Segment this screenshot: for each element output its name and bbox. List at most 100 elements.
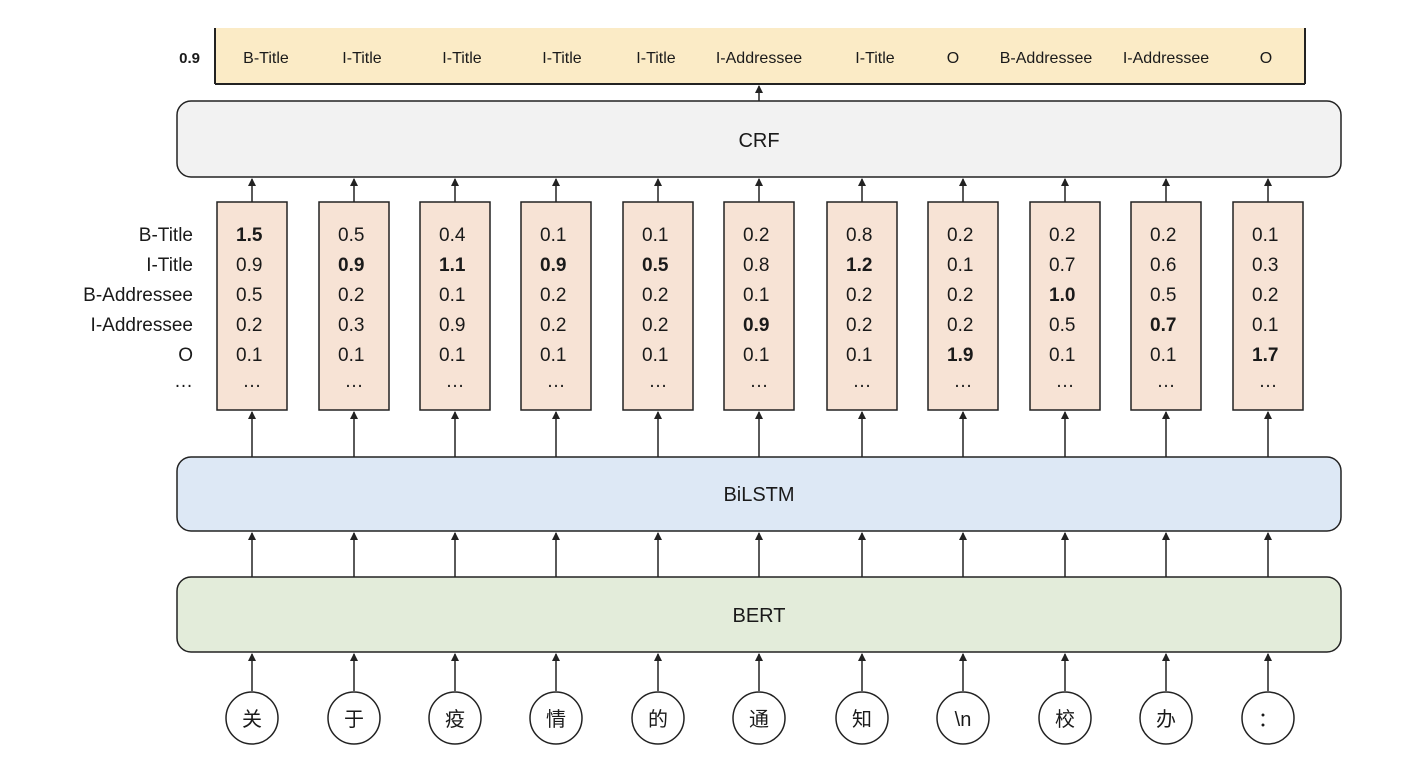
token-6: 知 [835,691,889,745]
token-text: 校 [1055,708,1075,731]
emission-value: 0.5 [642,255,669,276]
emission-value: 0.2 [1049,225,1075,246]
token-circle [1038,691,1092,745]
emission-value: 0.2 [947,315,973,336]
emission-value: 0.7 [1150,315,1176,336]
emission-value: … [243,371,262,392]
emission-value: 0.5 [236,285,262,306]
output-tag-4: I-Title [636,50,676,67]
emission-value: 0.1 [743,345,769,366]
emission-value: 0.1 [1252,315,1278,336]
emission-value: 0.1 [642,225,668,246]
emission-value: 0.2 [540,315,566,336]
token-text: ： [1258,709,1278,731]
emission-value: … [954,371,973,392]
emission-columns: 1.50.90.50.20.1…0.50.90.20.30.1…0.41.10.… [216,201,1304,411]
crf-layer [176,100,1342,178]
emission-label-3: I-Addressee [91,315,193,336]
emission-column-8: 0.2 0.7 1.0 0.5 0.1 … [1029,201,1101,411]
emission-value: 0.1 [540,345,566,366]
emission-box [826,201,898,411]
token-4: 的 [631,691,685,745]
output-tag-0: B-Title [243,50,289,67]
emission-value: 0.2 [540,285,566,306]
emission-value: 0.3 [338,315,364,336]
emission-value: 0.1 [1150,345,1176,366]
emission-label-5: … [174,371,193,392]
emission-value: 0.9 [236,255,262,276]
emission-labels: B-TitleI-TitleB-AddresseeI-AddresseeO … [83,225,193,392]
token-1: 于 [327,691,381,745]
output-tag-5: I-Addressee [716,50,802,67]
emission-value: … [1056,371,1075,392]
emission-value: 0.5 [1049,315,1075,336]
emission-box [216,201,288,411]
token-text: 情 [546,708,566,731]
emission-value: 0.2 [338,285,364,306]
token-circle [1241,691,1295,745]
emission-value: 0.7 [1049,255,1075,276]
token-circle [732,691,786,745]
emission-value: … [446,371,465,392]
emission-value: 0.1 [540,225,566,246]
token-9: 办 [1139,691,1193,745]
token-text: 于 [344,709,364,731]
emission-column-9: 0.20.60.50.70.1… [1130,201,1202,411]
emission-value: 0.1 [743,285,769,306]
arrows [248,178,1272,691]
token-3: 情 [529,691,583,745]
output-tag-10: O [1260,50,1272,67]
token-text: 的 [648,708,668,731]
emission-value: … [547,371,566,392]
emission-value: 0.1 [236,345,262,366]
emission-box [1232,201,1304,411]
token-2: 疫 [428,691,482,745]
emission-value: 0.1 [338,345,364,366]
emission-column-10: 0.10.30.20.11.7… [1232,201,1304,411]
token-0: 关 [225,691,279,745]
emission-column-7: 0.20.10.20.21.9… [927,201,999,411]
emission-label-4: O [178,345,193,366]
token-circle [428,691,482,745]
emission-value: 0.9 [743,315,769,336]
emission-value: 0.2 [846,285,872,306]
emission-column-3: 0.1 0.9 0.2 0.2 0.1 … [520,201,592,411]
output-tag-7: O [947,50,959,67]
bilstm-label: BiLSTM [723,484,794,506]
token-8: 校 [1038,691,1092,745]
emission-value: 0.4 [439,225,466,246]
emission-value: … [345,371,364,392]
emission-value: 0.2 [236,315,262,336]
emission-value: 0.2 [1252,285,1278,306]
output-score: 0.9 [179,50,200,67]
token-5: 通 [732,691,786,745]
token-7: \n [936,691,990,745]
emission-value: 0.1 [1049,345,1075,366]
emission-box [622,201,694,411]
emission-value: 0.2 [947,225,973,246]
emission-column-1: 0.50.90.20.30.1… [318,201,390,411]
token-circle [1139,691,1193,745]
emission-value: 0.9 [540,255,566,276]
token-circle [835,691,889,745]
emission-label-0: B-Title [139,225,193,246]
emission-value: … [1157,371,1176,392]
emission-column-6: 0.81.20.20.20.1… [826,201,898,411]
token-text: \n [955,709,972,731]
emission-label-2: B-Addressee [83,285,193,306]
emission-box [1029,201,1101,411]
emission-value: 0.1 [1252,225,1278,246]
emission-value: 0.2 [642,315,668,336]
output-tag-2: I-Title [442,50,482,67]
token-text: 关 [242,708,262,731]
emission-column-5: 0.20.80.10.90.1… [723,201,795,411]
emission-value: 0.5 [338,225,364,246]
emission-value: 1.9 [947,345,973,366]
token-text: 疫 [445,708,465,731]
output-tag-9: I-Addressee [1123,50,1209,67]
emission-label-1: I-Title [146,255,193,276]
emission-value: 0.8 [846,225,872,246]
emission-value: 0.1 [846,345,872,366]
emission-value: 1.0 [1049,285,1075,306]
